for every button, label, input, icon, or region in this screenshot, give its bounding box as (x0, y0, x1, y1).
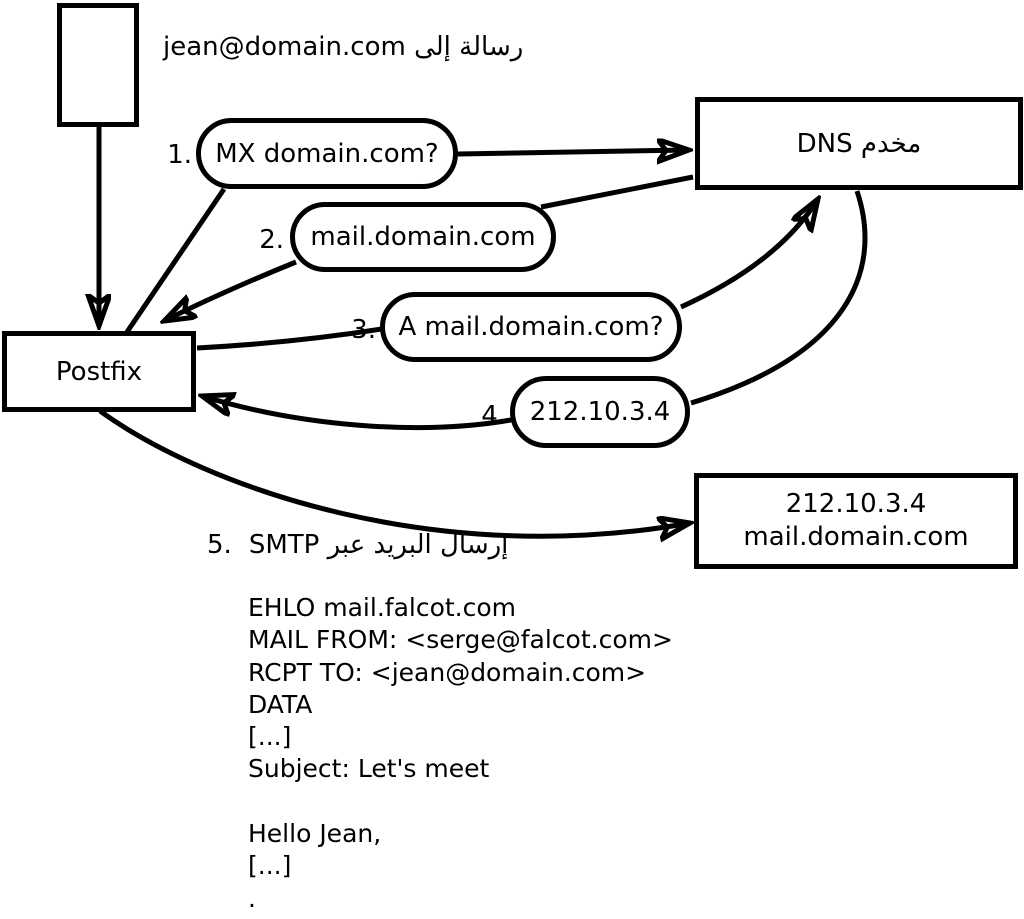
step5-caption: 5. إرسال البريد عبر SMTP (207, 530, 508, 560)
smtp-session-transcript: EHLO mail.falcot.com MAIL FROM: <serge@f… (248, 593, 673, 913)
line-dns-to-step4 (690, 190, 868, 406)
mail-server-ip: 212.10.3.4 (785, 489, 927, 519)
line-postfix-to-step3 (196, 326, 383, 351)
message-title: رسالة إلى jean@domain.com (163, 32, 524, 62)
step1-number: 1. (167, 140, 192, 170)
envelope-icon (57, 3, 139, 127)
arrow-step3-to-dns (679, 199, 818, 310)
node-dns-server-label: مخدم DNS (796, 128, 922, 159)
node-dns-server: مخدم DNS (695, 97, 1023, 190)
step4-number: 4. (481, 401, 506, 431)
step5-number: 5. (207, 530, 232, 560)
step3-number: 3. (351, 315, 376, 345)
line-dns-to-step2 (540, 174, 694, 210)
node-postfix-label: Postfix (55, 356, 143, 387)
step3-query-a-bubble: A mail.domain.com? (380, 292, 682, 362)
mail-server-hostname: mail.domain.com (743, 522, 969, 552)
arrow-step1-to-dns (457, 150, 689, 154)
node-mail-server: 212.10.3.4 mail.domain.com (694, 473, 1018, 569)
node-postfix: Postfix (2, 331, 196, 412)
line-postfix-to-step1 (124, 187, 227, 334)
step5-label: إرسال البريد عبر SMTP (248, 530, 509, 560)
step1-query-mx-bubble: MX domain.com? (196, 118, 458, 189)
step2-number: 2. (259, 225, 284, 255)
arrow-step4-to-postfix (202, 396, 512, 431)
step4-reply-a-bubble: 212.10.3.4 (510, 376, 690, 448)
arrow-postfix-to-mailserver (98, 408, 690, 536)
arrow-step2-to-postfix (164, 259, 297, 321)
step2-reply-mx-bubble: mail.domain.com (290, 202, 556, 272)
